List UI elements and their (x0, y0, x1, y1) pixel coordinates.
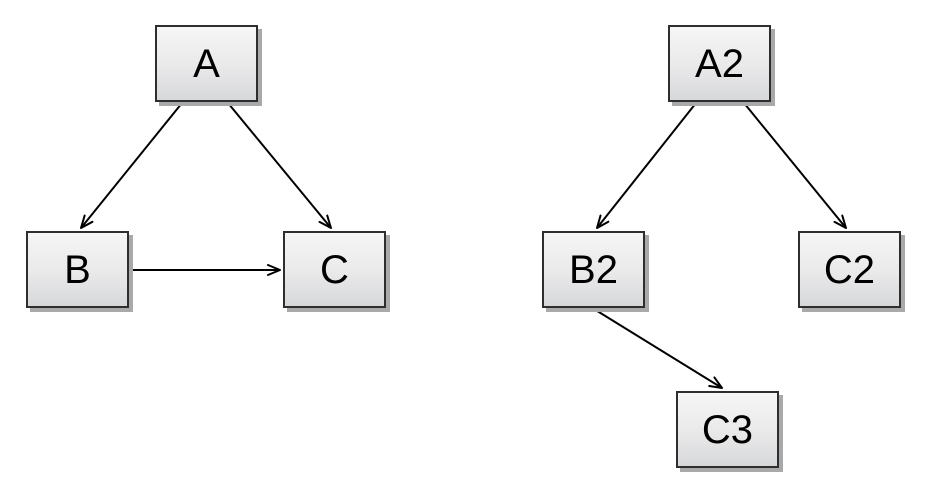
node-A[interactable]: A (155, 25, 258, 102)
node-B2[interactable]: B2 (542, 231, 645, 308)
node-B2-label: B2 (569, 247, 618, 292)
node-C3[interactable]: C3 (676, 391, 779, 468)
node-C2[interactable]: C2 (798, 231, 901, 308)
edge-A-B (80, 102, 183, 229)
node-C3-label: C3 (701, 407, 754, 452)
node-C-label: C (320, 247, 349, 292)
node-B[interactable]: B (26, 231, 129, 308)
edge-B2-C3 (593, 308, 723, 389)
edge-A2-C2 (743, 102, 847, 229)
node-A2-label: A2 (695, 41, 744, 86)
node-C[interactable]: C (283, 231, 386, 308)
node-C2-label: C2 (823, 247, 876, 292)
node-B-label: B (64, 247, 91, 292)
edge-A-C (227, 102, 332, 229)
node-A2[interactable]: A2 (668, 25, 771, 102)
node-A-label: A (193, 41, 220, 86)
edge-A2-B2 (596, 102, 697, 229)
